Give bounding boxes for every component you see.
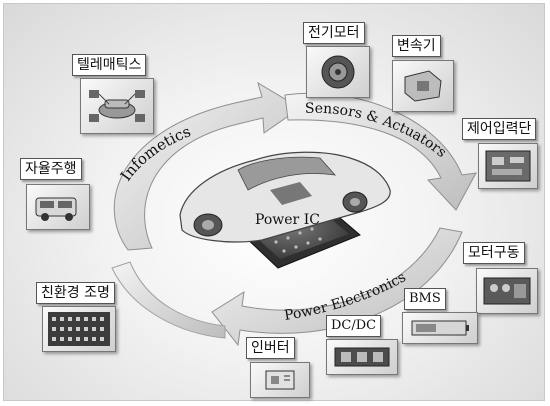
car-illustration: [179, 151, 391, 243]
circuit-board-icon: [485, 150, 531, 182]
battery-module-icon: [411, 320, 469, 336]
node-image-lighting: [42, 306, 116, 352]
led-panel-icon: [48, 312, 110, 346]
node-image-bms: [402, 312, 478, 344]
node-label-lighting: 친환경 조명: [36, 282, 115, 304]
vehicle-icon: [35, 197, 77, 221]
transmission-icon: [404, 70, 442, 102]
node-image-motor-drive: [476, 268, 538, 314]
node-label-dcdc: DC/DC: [326, 315, 382, 337]
node-label-motor: 전기모터: [303, 22, 365, 44]
node-label-motor-drive: 모터구동: [463, 242, 525, 264]
node-label-autonomous: 자율주행: [20, 158, 82, 180]
inverter-icon: [265, 370, 295, 390]
node-label-transmission: 변속기: [392, 35, 441, 57]
center-label: Power IC: [255, 212, 320, 228]
car-network-icon: [89, 90, 145, 122]
node-image-dcdc: [326, 339, 398, 375]
node-label-telematics: 텔레매틱스: [72, 54, 147, 76]
node-image-transmission: [392, 60, 454, 112]
node-image-telematics: [80, 78, 154, 134]
node-image-autonomous: [26, 184, 90, 230]
node-image-inverter: [250, 362, 310, 398]
node-image-motor: [306, 46, 370, 98]
node-image-control-input: [478, 143, 538, 189]
motor-icon: [321, 55, 355, 89]
arc-lower-left: [111, 261, 226, 339]
arc-sensors: [284, 92, 477, 211]
node-label-bms: BMS: [404, 288, 446, 310]
driver-board-icon: [483, 277, 531, 305]
converter-board-icon: [334, 347, 390, 367]
node-label-inverter: 인버터: [246, 337, 295, 359]
node-label-control-input: 제어입력단: [462, 118, 537, 140]
